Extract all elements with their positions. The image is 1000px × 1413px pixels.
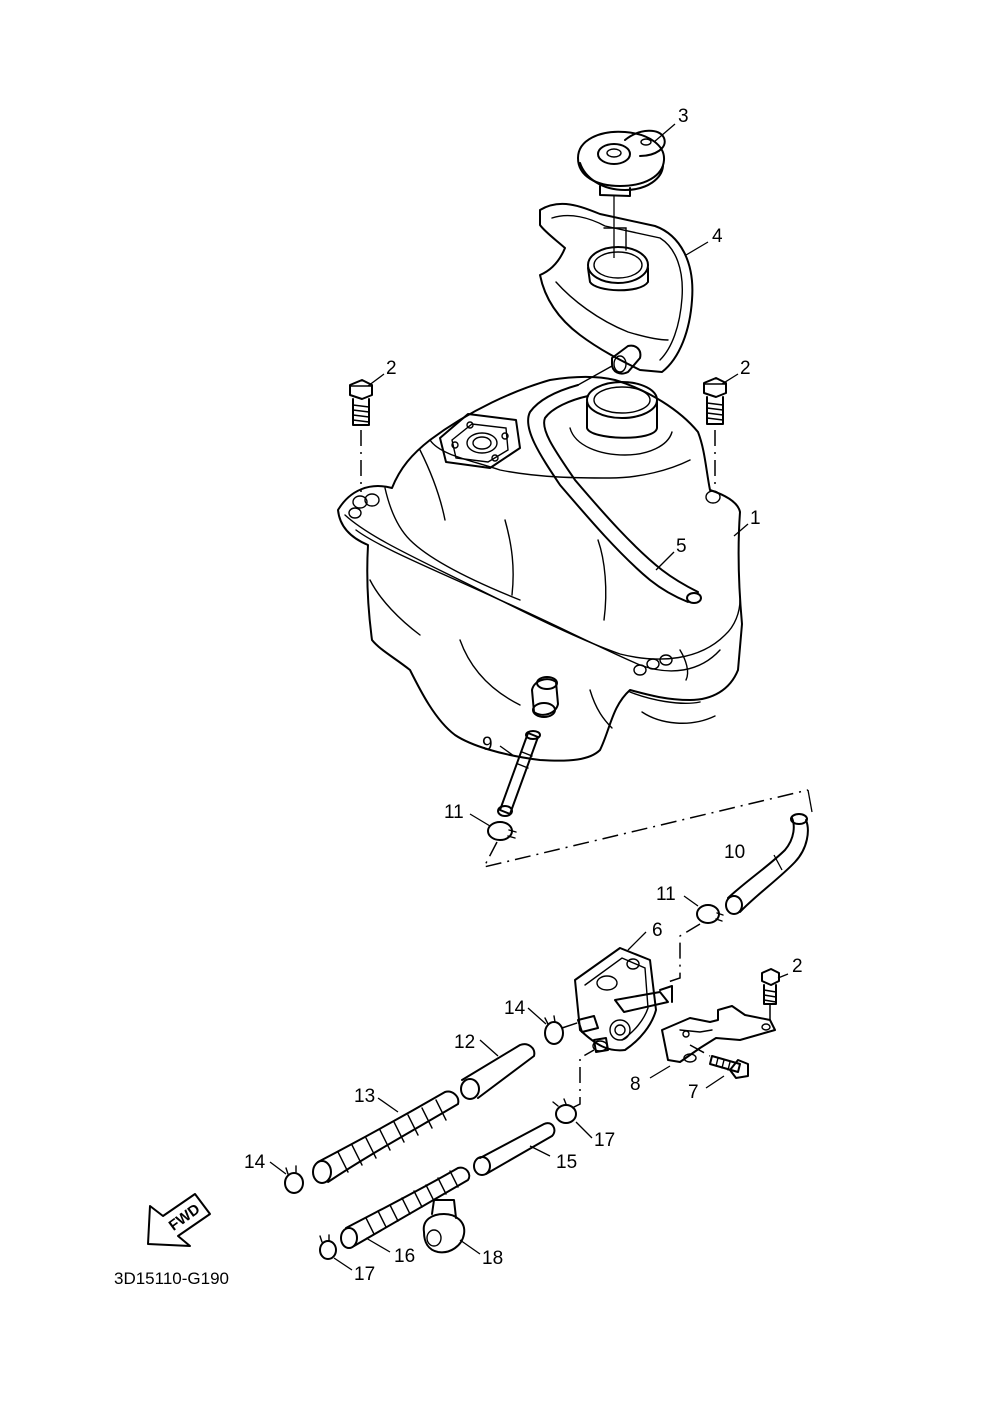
corrugated-hose-lower bbox=[340, 1166, 471, 1249]
callout-13: 13 bbox=[354, 1086, 375, 1107]
callout-7: 7 bbox=[688, 1082, 699, 1103]
screw bbox=[709, 1055, 749, 1079]
callout-6: 6 bbox=[652, 920, 663, 941]
clip-14-upper bbox=[544, 1015, 564, 1045]
callout-2-left: 2 bbox=[386, 358, 397, 379]
callout-15: 15 bbox=[556, 1152, 577, 1173]
breather-hose bbox=[527, 365, 702, 604]
fuel-tank bbox=[337, 376, 743, 762]
diagram-code: 3D15110-G190 bbox=[114, 1269, 229, 1288]
callout-18: 18 bbox=[482, 1248, 503, 1269]
bolt-right bbox=[703, 377, 727, 425]
callout-16: 16 bbox=[394, 1246, 415, 1267]
callout-5: 5 bbox=[676, 536, 687, 557]
bolt-left bbox=[349, 379, 373, 426]
clip-14-lower bbox=[284, 1165, 304, 1194]
clip-17-routing-line bbox=[571, 1049, 595, 1109]
hose-routing-line bbox=[482, 789, 809, 869]
callout-numbers: 3 4 2 2 1 5 9 11 10 11 6 2 14 12 8 7 13 … bbox=[244, 106, 803, 1285]
hose-holder bbox=[422, 1199, 466, 1254]
callout-4: 4 bbox=[712, 226, 723, 247]
callout-2-right: 2 bbox=[740, 358, 751, 379]
corrugated-hose-upper bbox=[312, 1090, 460, 1184]
callout-11-upper: 11 bbox=[444, 802, 464, 823]
fwd-arrow-icon: FWD bbox=[147, 1193, 211, 1247]
clip-17-lower bbox=[319, 1234, 337, 1260]
pipe bbox=[497, 730, 541, 817]
tank-cover bbox=[539, 202, 694, 375]
callout-3: 3 bbox=[678, 106, 689, 127]
callout-2-bracket: 2 bbox=[792, 956, 803, 977]
callout-8: 8 bbox=[630, 1074, 641, 1095]
fwd-label: FWD bbox=[166, 1201, 204, 1235]
callout-1: 1 bbox=[750, 508, 761, 529]
screw-axis bbox=[689, 1044, 711, 1057]
clip-hose-routing-line bbox=[667, 923, 701, 983]
callout-11-lower: 11 bbox=[656, 884, 676, 905]
callout-leaders bbox=[269, 123, 789, 1271]
bracket bbox=[661, 1005, 776, 1063]
callout-17-upper: 17 bbox=[594, 1130, 615, 1151]
long-hose bbox=[473, 1122, 556, 1176]
hose-routing-end bbox=[807, 789, 813, 813]
clip-lower bbox=[696, 904, 724, 924]
clip-upper bbox=[487, 821, 517, 841]
callout-14-upper: 14 bbox=[504, 998, 526, 1019]
callout-9: 9 bbox=[482, 734, 493, 755]
bolt-bracket bbox=[761, 968, 780, 1005]
callout-14-lower: 14 bbox=[244, 1152, 266, 1173]
fuel-hose-bent bbox=[725, 813, 809, 915]
callout-10: 10 bbox=[724, 842, 745, 863]
short-hose bbox=[460, 1043, 536, 1100]
clip-17-upper bbox=[552, 1098, 577, 1124]
fuel-cock bbox=[574, 947, 673, 1053]
callout-17-lower: 17 bbox=[354, 1264, 375, 1285]
clip-14-axis bbox=[561, 1021, 581, 1029]
callout-12: 12 bbox=[454, 1032, 475, 1053]
fuel-cap bbox=[577, 129, 666, 197]
